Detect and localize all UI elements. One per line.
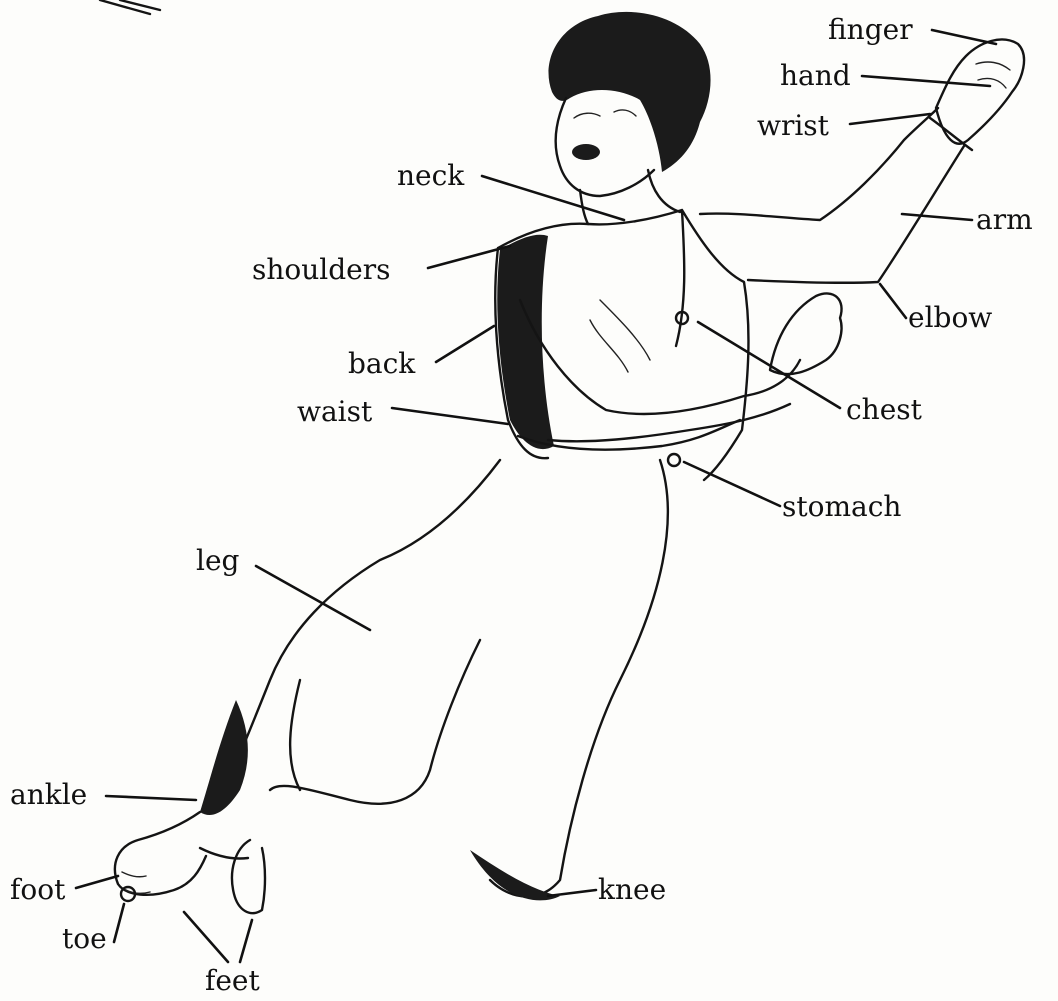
label-back: back bbox=[348, 350, 415, 378]
leader-hand bbox=[862, 76, 990, 86]
eyes bbox=[574, 110, 636, 118]
label-stomach: stomach bbox=[782, 493, 901, 521]
face bbox=[556, 98, 654, 196]
label-neck: neck bbox=[397, 162, 464, 190]
leader-knee bbox=[548, 890, 596, 896]
toes-lines bbox=[122, 872, 150, 893]
leader-feet bbox=[184, 912, 252, 962]
leader-neck bbox=[482, 176, 624, 220]
label-waist: waist bbox=[297, 398, 372, 426]
bent-arm bbox=[520, 300, 800, 441]
hair bbox=[549, 12, 711, 172]
label-finger: finger bbox=[828, 16, 913, 44]
leader-stomach bbox=[684, 462, 780, 506]
label-leg: leg bbox=[196, 547, 239, 575]
label-arm: arm bbox=[976, 206, 1033, 234]
label-toe: toe bbox=[62, 925, 107, 953]
leader-back bbox=[436, 326, 494, 362]
label-ankle: ankle bbox=[10, 781, 87, 809]
chest-hatching bbox=[590, 300, 650, 372]
back-foot bbox=[232, 840, 265, 913]
leader-leg bbox=[256, 566, 370, 630]
knee-shadow bbox=[470, 850, 560, 900]
leg-shadow bbox=[200, 700, 248, 815]
label-shoulders: shoulders bbox=[252, 256, 391, 284]
leader-waist bbox=[392, 408, 508, 424]
bent-arm-fist bbox=[770, 293, 842, 374]
wrist-cuff bbox=[930, 118, 972, 150]
leader-toe bbox=[114, 904, 124, 942]
corner-fragment bbox=[100, 0, 160, 14]
label-wrist: wrist bbox=[757, 112, 829, 140]
mouth bbox=[572, 144, 600, 160]
label-chest: chest bbox=[846, 396, 922, 424]
shirt-button-2 bbox=[668, 454, 680, 466]
front-foot bbox=[115, 812, 206, 895]
lower-leg bbox=[270, 640, 480, 804]
leader-foot bbox=[76, 876, 118, 888]
leader-wrist bbox=[850, 114, 930, 124]
label-hand: hand bbox=[780, 62, 851, 90]
label-feet: feet bbox=[205, 967, 260, 995]
label-foot: foot bbox=[10, 876, 65, 904]
torso-shadow bbox=[497, 235, 554, 449]
label-elbow: elbow bbox=[908, 304, 992, 332]
leader-finger bbox=[932, 30, 996, 44]
label-knee: knee bbox=[598, 876, 666, 904]
leader-arm bbox=[902, 214, 972, 220]
leader-elbow bbox=[880, 284, 906, 318]
leader-ankle bbox=[106, 796, 196, 800]
raised-arm bbox=[700, 108, 964, 283]
upper-leg bbox=[214, 460, 668, 897]
raised-hand bbox=[936, 40, 1024, 144]
